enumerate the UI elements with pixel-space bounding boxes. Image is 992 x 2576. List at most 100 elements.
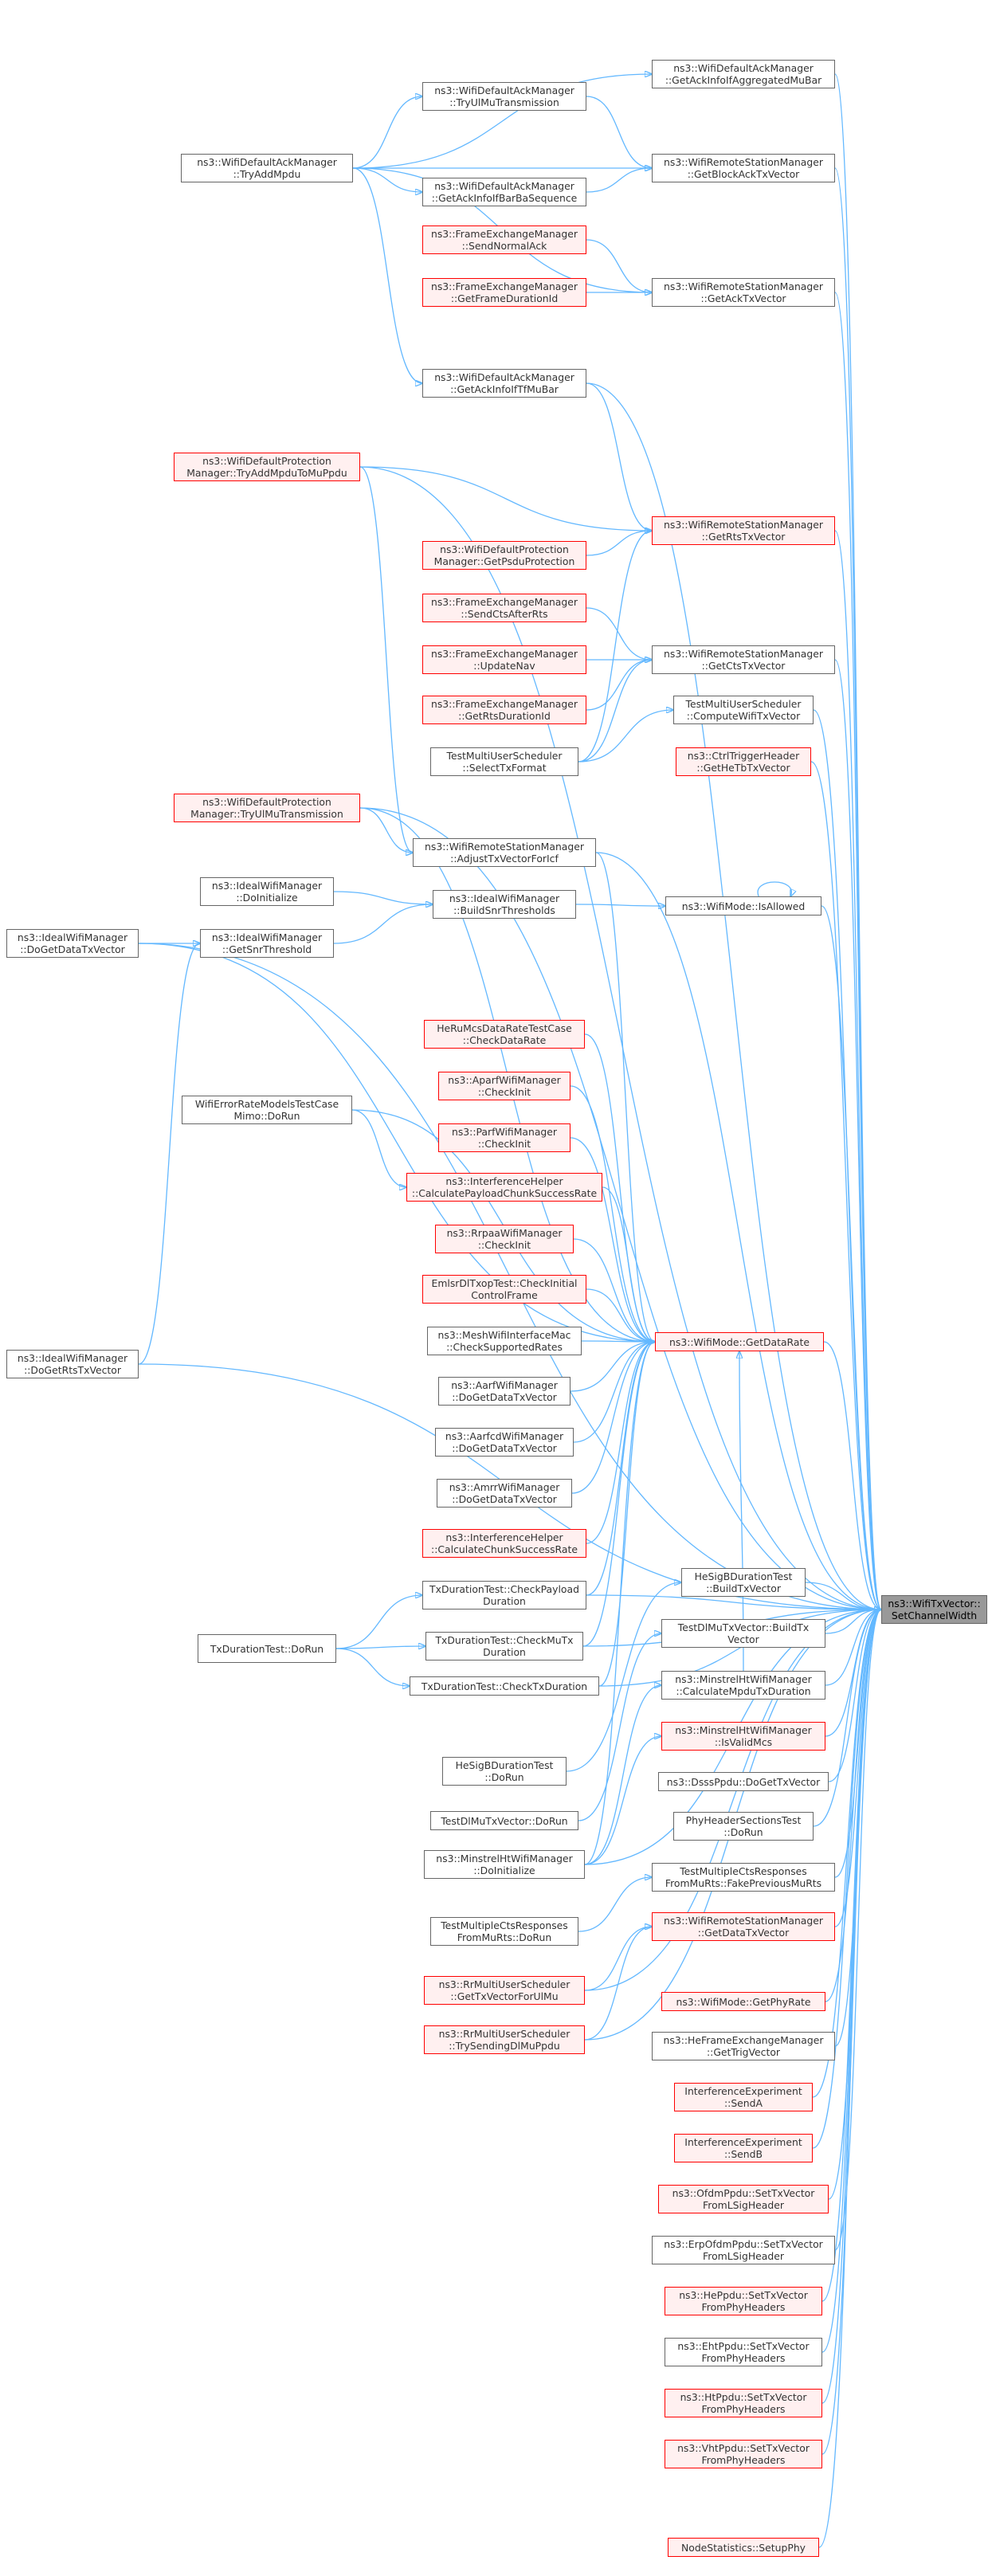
node-ideal-get-snr-threshold[interactable]: ns3::IdealWifiManager::GetSnrThreshold — [200, 929, 334, 958]
node-wifi-mode-is-allowed[interactable]: ns3::WifiMode::IsAllowed — [665, 896, 821, 916]
node-label-line: ns3::WifiDefaultAckManager — [434, 84, 574, 96]
node-wifi-mode-get-data-rate[interactable]: ns3::WifiMode::GetDataRate — [655, 1332, 824, 1351]
node-minstrel-ht-do-initialize[interactable]: ns3::MinstrelHtWifiManager::DoInitialize — [424, 1850, 585, 1879]
node-interference-experiment-send-a[interactable]: InterferenceExperiment::SendA — [674, 2083, 813, 2111]
node-default-ack-try-ul-mu-transmission[interactable]: ns3::WifiDefaultAckManager::TryUlMuTrans… — [422, 82, 586, 111]
node-aparf-check-init[interactable]: ns3::AparfWifiManager::CheckInit — [438, 1072, 570, 1100]
node-parf-check-init[interactable]: ns3::ParfWifiManager::CheckInit — [438, 1123, 570, 1152]
node-root-set-channel-width[interactable]: ns3::WifiTxVector::SetChannelWidth — [881, 1595, 987, 1624]
node-label-line: ns3::WifiMode::IsAllowed — [681, 900, 806, 912]
node-node-statistics-setup-phy[interactable]: NodeStatistics::SetupPhy — [668, 2538, 819, 2557]
node-remote-station-get-data-tx-vector[interactable]: ns3::WifiRemoteStationManager::GetDataTx… — [652, 1912, 835, 1941]
node-fem-get-frame-duration-id[interactable]: ns3::FrameExchangeManager::GetFrameDurat… — [422, 278, 586, 307]
node-interference-calc-payload-chunk-success-rate[interactable]: ns3::InterferenceHelper::CalculatePayloa… — [406, 1173, 602, 1202]
node-label-line: ns3::MinstrelHtWifiManager — [436, 1853, 573, 1864]
node-mesh-check-supported-rates[interactable]: ns3::MeshWifiInterfaceMac::CheckSupporte… — [427, 1327, 582, 1355]
node-fem-get-rts-duration-id[interactable]: ns3::FrameExchangeManager::GetRtsDuratio… — [422, 696, 586, 724]
edge-a6-to-a7 — [586, 239, 652, 292]
node-aarf-do-get-data-tx-vector[interactable]: ns3::AarfWifiManager::DoGetDataTxVector — [438, 1377, 570, 1406]
node-amrr-do-get-data-tx-vector[interactable]: ns3::AmrrWifiManager::DoGetDataTxVector — [437, 1479, 572, 1508]
node-remote-station-get-block-ack-tx-vector[interactable]: ns3::WifiRemoteStationManager::GetBlockA… — [652, 154, 835, 182]
node-rrpaa-check-init[interactable]: ns3::RrpaaWifiManager::CheckInit — [435, 1225, 574, 1253]
node-default-ack-get-ack-info-bar-ba-sequence[interactable]: ns3::WifiDefaultAckManager::GetAckInfoIf… — [422, 178, 586, 206]
node-default-ack-get-ack-info-tf-mu-bar[interactable]: ns3::WifiDefaultAckManager::GetAckInfoIf… — [422, 369, 586, 398]
node-label-line: SetChannelWidth — [891, 1610, 978, 1621]
edge-a9-to-b2 — [586, 382, 652, 531]
node-remote-station-get-cts-tx-vector[interactable]: ns3::WifiRemoteStationManager::GetCtsTxV… — [652, 645, 835, 674]
node-fem-send-normal-ack[interactable]: ns3::FrameExchangeManager::SendNormalAck — [422, 225, 586, 254]
node-ideal-build-snr-thresholds[interactable]: ns3::IdealWifiManager::BuildSnrThreshold… — [433, 890, 576, 919]
node-label-line: ::IsValidMcs — [714, 1736, 773, 1748]
node-ideal-do-get-rts-tx-vector[interactable]: ns3::IdealWifiManager::DoGetRtsTxVector — [6, 1350, 139, 1378]
edge-c3-to-root — [821, 905, 881, 1610]
node-label-line: ns3::IdealWifiManager — [211, 880, 323, 892]
node-fem-send-cts-after-rts[interactable]: ns3::FrameExchangeManager::SendCtsAfterR… — [422, 594, 586, 622]
node-ideal-do-get-data-tx-vector[interactable]: ns3::IdealWifiManager::DoGetDataTxVector — [6, 929, 139, 958]
node-label-line: TestMultiUserScheduler — [685, 698, 802, 710]
edge-b10-to-root — [810, 761, 881, 1610]
edge-c5-to-c2 — [333, 904, 433, 944]
node-label-line: Mimo::DoRun — [233, 1110, 300, 1122]
node-label-line: ns3::IdealWifiManager — [17, 1352, 128, 1364]
node-interference-experiment-send-b[interactable]: InterferenceExperiment::SendB — [674, 2134, 813, 2162]
node-dsss-ppdu-do-get-tx-vector[interactable]: ns3::DsssPpdu::DoGetTxVector — [658, 1772, 829, 1791]
node-he-ru-mcs-check-data-rate[interactable]: HeRuMcsDataRateTestCase::CheckDataRate — [424, 1020, 585, 1049]
edge-e13-to-d9 — [584, 1342, 655, 1865]
node-test-mu-scheduler-compute-wifi-tx-vector[interactable]: TestMultiUserScheduler::ComputeWifiTxVec… — [673, 696, 814, 724]
edge-f7-to-root — [812, 1610, 881, 2149]
node-remote-station-adjust-tx-vector-for-icf[interactable]: ns3::WifiRemoteStationManager::AdjustTxV… — [413, 838, 596, 867]
node-ideal-do-initialize[interactable]: ns3::IdealWifiManager::DoInitialize — [200, 877, 334, 906]
node-label-line: ::GetCtsTxVector — [701, 660, 786, 672]
node-label-line: Manager::TryAddMpduToMuPpdu — [186, 467, 347, 479]
node-label-line: ::TrySendingDlMuPpdu — [449, 2040, 560, 2052]
node-he-sig-b-duration-build-tx-vector[interactable]: HeSigBDurationTest::BuildTxVector — [681, 1568, 806, 1597]
node-tx-duration-check-tx-duration[interactable]: TxDurationTest::CheckTxDuration — [410, 1676, 599, 1696]
node-he-sig-b-duration-do-run[interactable]: HeSigBDurationTest::DoRun — [442, 1757, 567, 1786]
node-label-line: PhyHeaderSectionsTest — [685, 1814, 802, 1826]
node-interference-calc-chunk-success-rate[interactable]: ns3::InterferenceHelper::CalculateChunkS… — [422, 1529, 586, 1558]
node-remote-station-get-rts-tx-vector[interactable]: ns3::WifiRemoteStationManager::GetRtsTxV… — [652, 516, 835, 545]
node-remote-station-get-ack-tx-vector[interactable]: ns3::WifiRemoteStationManager::GetAckTxV… — [652, 278, 835, 307]
node-label-line: ::SendCtsAfterRts — [461, 608, 548, 620]
node-phy-header-sections-do-run[interactable]: PhyHeaderSectionsTest::DoRun — [673, 1812, 814, 1841]
node-minstrel-ht-calc-mpdu-tx-duration[interactable]: ns3::MinstrelHtWifiManager::CalculateMpd… — [661, 1671, 825, 1700]
node-aarfcd-do-get-data-tx-vector[interactable]: ns3::AarfcdWifiManager::DoGetDataTxVecto… — [435, 1428, 574, 1457]
node-label-line: ::GetTxVectorForUlMu — [450, 1990, 559, 2002]
node-test-mu-scheduler-select-tx-format[interactable]: TestMultiUserScheduler::SelectTxFormat — [430, 747, 578, 776]
edge-b11-to-b12 — [359, 807, 413, 853]
node-label-line: ns3::FrameExchangeManager — [430, 596, 578, 608]
node-label-line: ::AdjustTxVectorForIcf — [450, 853, 559, 865]
edge-d11-to-d9 — [570, 1342, 655, 1392]
node-default-ack-try-add-mpdu[interactable]: ns3::WifiDefaultAckManager::TryAddMpdu — [181, 154, 353, 182]
node-test-dl-mu-tx-vector-do-run[interactable]: TestDlMuTxVector::DoRun — [430, 1811, 578, 1830]
node-tx-duration-test-do-run[interactable]: TxDurationTest::DoRun — [198, 1634, 336, 1663]
node-he-fem-get-trig-vector[interactable]: ns3::HeFrameExchangeManager::GetTrigVect… — [652, 2032, 835, 2060]
node-fem-update-nav[interactable]: ns3::FrameExchangeManager::UpdateNav — [422, 645, 586, 674]
node-default-ack-get-ack-info-aggregated-mu-bar[interactable]: ns3::WifiDefaultAckManager::GetAckInfoIf… — [652, 60, 835, 88]
node-label-line: ::SendA — [723, 2097, 763, 2109]
node-minstrel-ht-is-valid-mcs[interactable]: ns3::MinstrelHtWifiManager::IsValidMcs — [661, 1722, 825, 1751]
node-wifi-mode-get-phy-rate[interactable]: ns3::WifiMode::GetPhyRate — [661, 1992, 825, 2011]
node-rr-mu-scheduler-get-tx-vector-for-ul-mu[interactable]: ns3::RrMultiUserScheduler::GetTxVectorFo… — [424, 1976, 585, 2005]
node-ctrl-trigger-header-get-he-tb-tx-vector[interactable]: ns3::CtrlTriggerHeader::GetHeTbTxVector — [676, 747, 811, 776]
edge-d10-to-c5 — [138, 943, 200, 1365]
node-label-line: ::DoGetDataTxVector — [20, 943, 125, 955]
node-rr-mu-scheduler-try-sending-dl-mu-ppdu[interactable]: ns3::RrMultiUserScheduler::TrySendingDlM… — [424, 2025, 585, 2054]
node-label-line: ns3::CtrlTriggerHeader — [687, 750, 800, 762]
